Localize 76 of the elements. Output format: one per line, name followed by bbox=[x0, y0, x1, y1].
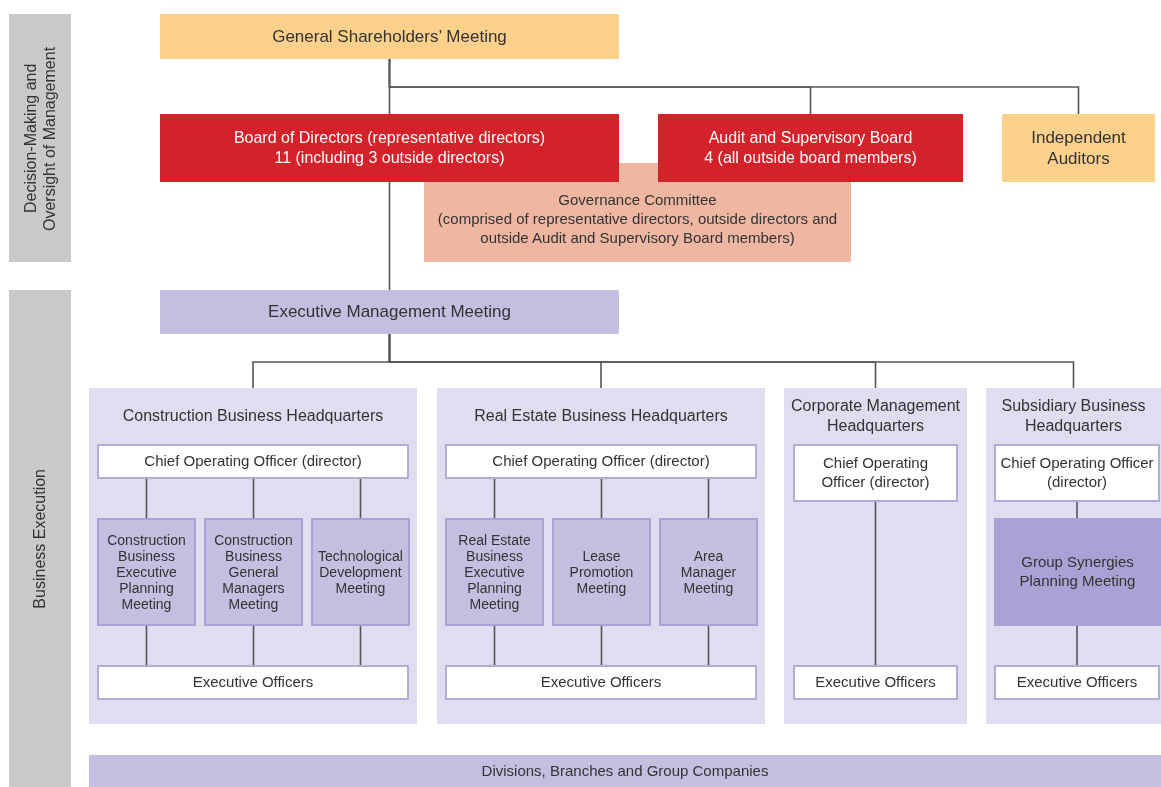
meeting-box bbox=[994, 518, 1161, 626]
node-text: Corporate Management Headquarters bbox=[790, 396, 961, 436]
node-text: Executive Officers bbox=[815, 673, 936, 692]
headquarters-panel bbox=[784, 388, 967, 724]
organization-bar bbox=[89, 755, 1161, 787]
node-text: Chief Operating Officer (director) bbox=[144, 452, 362, 471]
node-text: Independent Auditors bbox=[1030, 126, 1127, 170]
node-text: Chief Operating Officer (director) bbox=[492, 452, 710, 471]
role-box bbox=[793, 665, 958, 700]
node-text: Construction Business General Managers Meeting bbox=[213, 531, 294, 613]
connector-line bbox=[1076, 625, 1078, 666]
meeting-box bbox=[97, 518, 196, 626]
node-text: Decision-Making and Oversight of Management bbox=[20, 44, 59, 233]
role-box bbox=[97, 444, 409, 479]
connector-line bbox=[359, 478, 362, 519]
meeting-box bbox=[445, 518, 544, 626]
connector-line bbox=[600, 478, 603, 519]
role-box bbox=[445, 665, 757, 700]
node-text: Divisions, Branches and Group Companies bbox=[481, 761, 769, 781]
connector-line bbox=[252, 478, 255, 519]
node-text: Construction Business Headquarters bbox=[122, 406, 384, 426]
node-text: Lease Promotion Meeting bbox=[568, 547, 635, 597]
meeting-box bbox=[204, 518, 303, 626]
connector-line bbox=[145, 625, 148, 666]
meeting-box bbox=[1002, 114, 1155, 182]
meeting-box bbox=[552, 518, 651, 626]
meeting-box bbox=[160, 290, 619, 334]
node-text: Chief Operating Officer (director) bbox=[820, 454, 931, 492]
node-text: Executive Officers bbox=[192, 673, 314, 692]
node-text: (comprised of representative directors, outside directors and outside Audit and Supervisory Board members) bbox=[436, 209, 839, 248]
connector-line bbox=[359, 625, 362, 666]
section-band bbox=[9, 290, 71, 787]
node-text: Executive Officers bbox=[1016, 673, 1138, 692]
node-text: 11 (including 3 outside directors) bbox=[274, 148, 505, 168]
node-text: Subsidiary Business Headquarters bbox=[1000, 396, 1147, 436]
node-text: Real Estate Business Executive Planning Meeting bbox=[457, 531, 532, 613]
role-box bbox=[97, 665, 409, 700]
connector-line bbox=[388, 333, 1075, 389]
section-band bbox=[9, 14, 71, 262]
role-box bbox=[994, 665, 1160, 700]
headquarters-panel bbox=[89, 388, 417, 724]
role-box bbox=[793, 444, 958, 502]
node-text: Executive Officers bbox=[540, 673, 662, 692]
connector-line bbox=[707, 625, 710, 666]
meeting-box bbox=[311, 518, 410, 626]
node-text: Governance Committee bbox=[558, 191, 717, 210]
node-text: 4 (all outside board members) bbox=[704, 148, 917, 168]
node-text: Executive Management Meeting bbox=[268, 301, 511, 323]
role-box bbox=[994, 444, 1160, 502]
role-box bbox=[445, 444, 757, 479]
node-text: Area Manager Meeting bbox=[679, 547, 738, 597]
connector-line bbox=[707, 478, 710, 519]
meeting-box bbox=[160, 14, 619, 59]
node-text: Board of Directors (representative directors) bbox=[233, 128, 546, 148]
connector-line bbox=[493, 478, 496, 519]
meeting-box bbox=[659, 518, 758, 626]
node-text: Group Synergies Planning Meeting bbox=[1018, 553, 1137, 591]
node-text: Chief Operating Officer (director) bbox=[1000, 454, 1154, 492]
connector-line bbox=[388, 181, 391, 291]
node-text: Construction Business Executive Planning Meeting bbox=[106, 531, 187, 613]
connector-line bbox=[493, 625, 496, 666]
connector-line bbox=[1076, 501, 1078, 519]
node-text: Audit and Supervisory Board bbox=[708, 128, 913, 148]
node-text: Technological Development Meeting bbox=[317, 547, 404, 597]
connector-line bbox=[388, 58, 1080, 115]
connector-line bbox=[874, 501, 877, 666]
node-text: General Shareholders’ Meeting bbox=[272, 25, 507, 48]
node-text: Real Estate Business Headquarters bbox=[474, 406, 728, 426]
headquarters-panel bbox=[986, 388, 1161, 724]
board-box bbox=[658, 114, 963, 182]
connector-line bbox=[252, 625, 255, 666]
connector-line bbox=[145, 478, 148, 519]
headquarters-panel bbox=[437, 388, 765, 724]
connector-line bbox=[600, 625, 603, 666]
board-box bbox=[160, 114, 619, 182]
node-text: Business Execution bbox=[30, 468, 50, 609]
